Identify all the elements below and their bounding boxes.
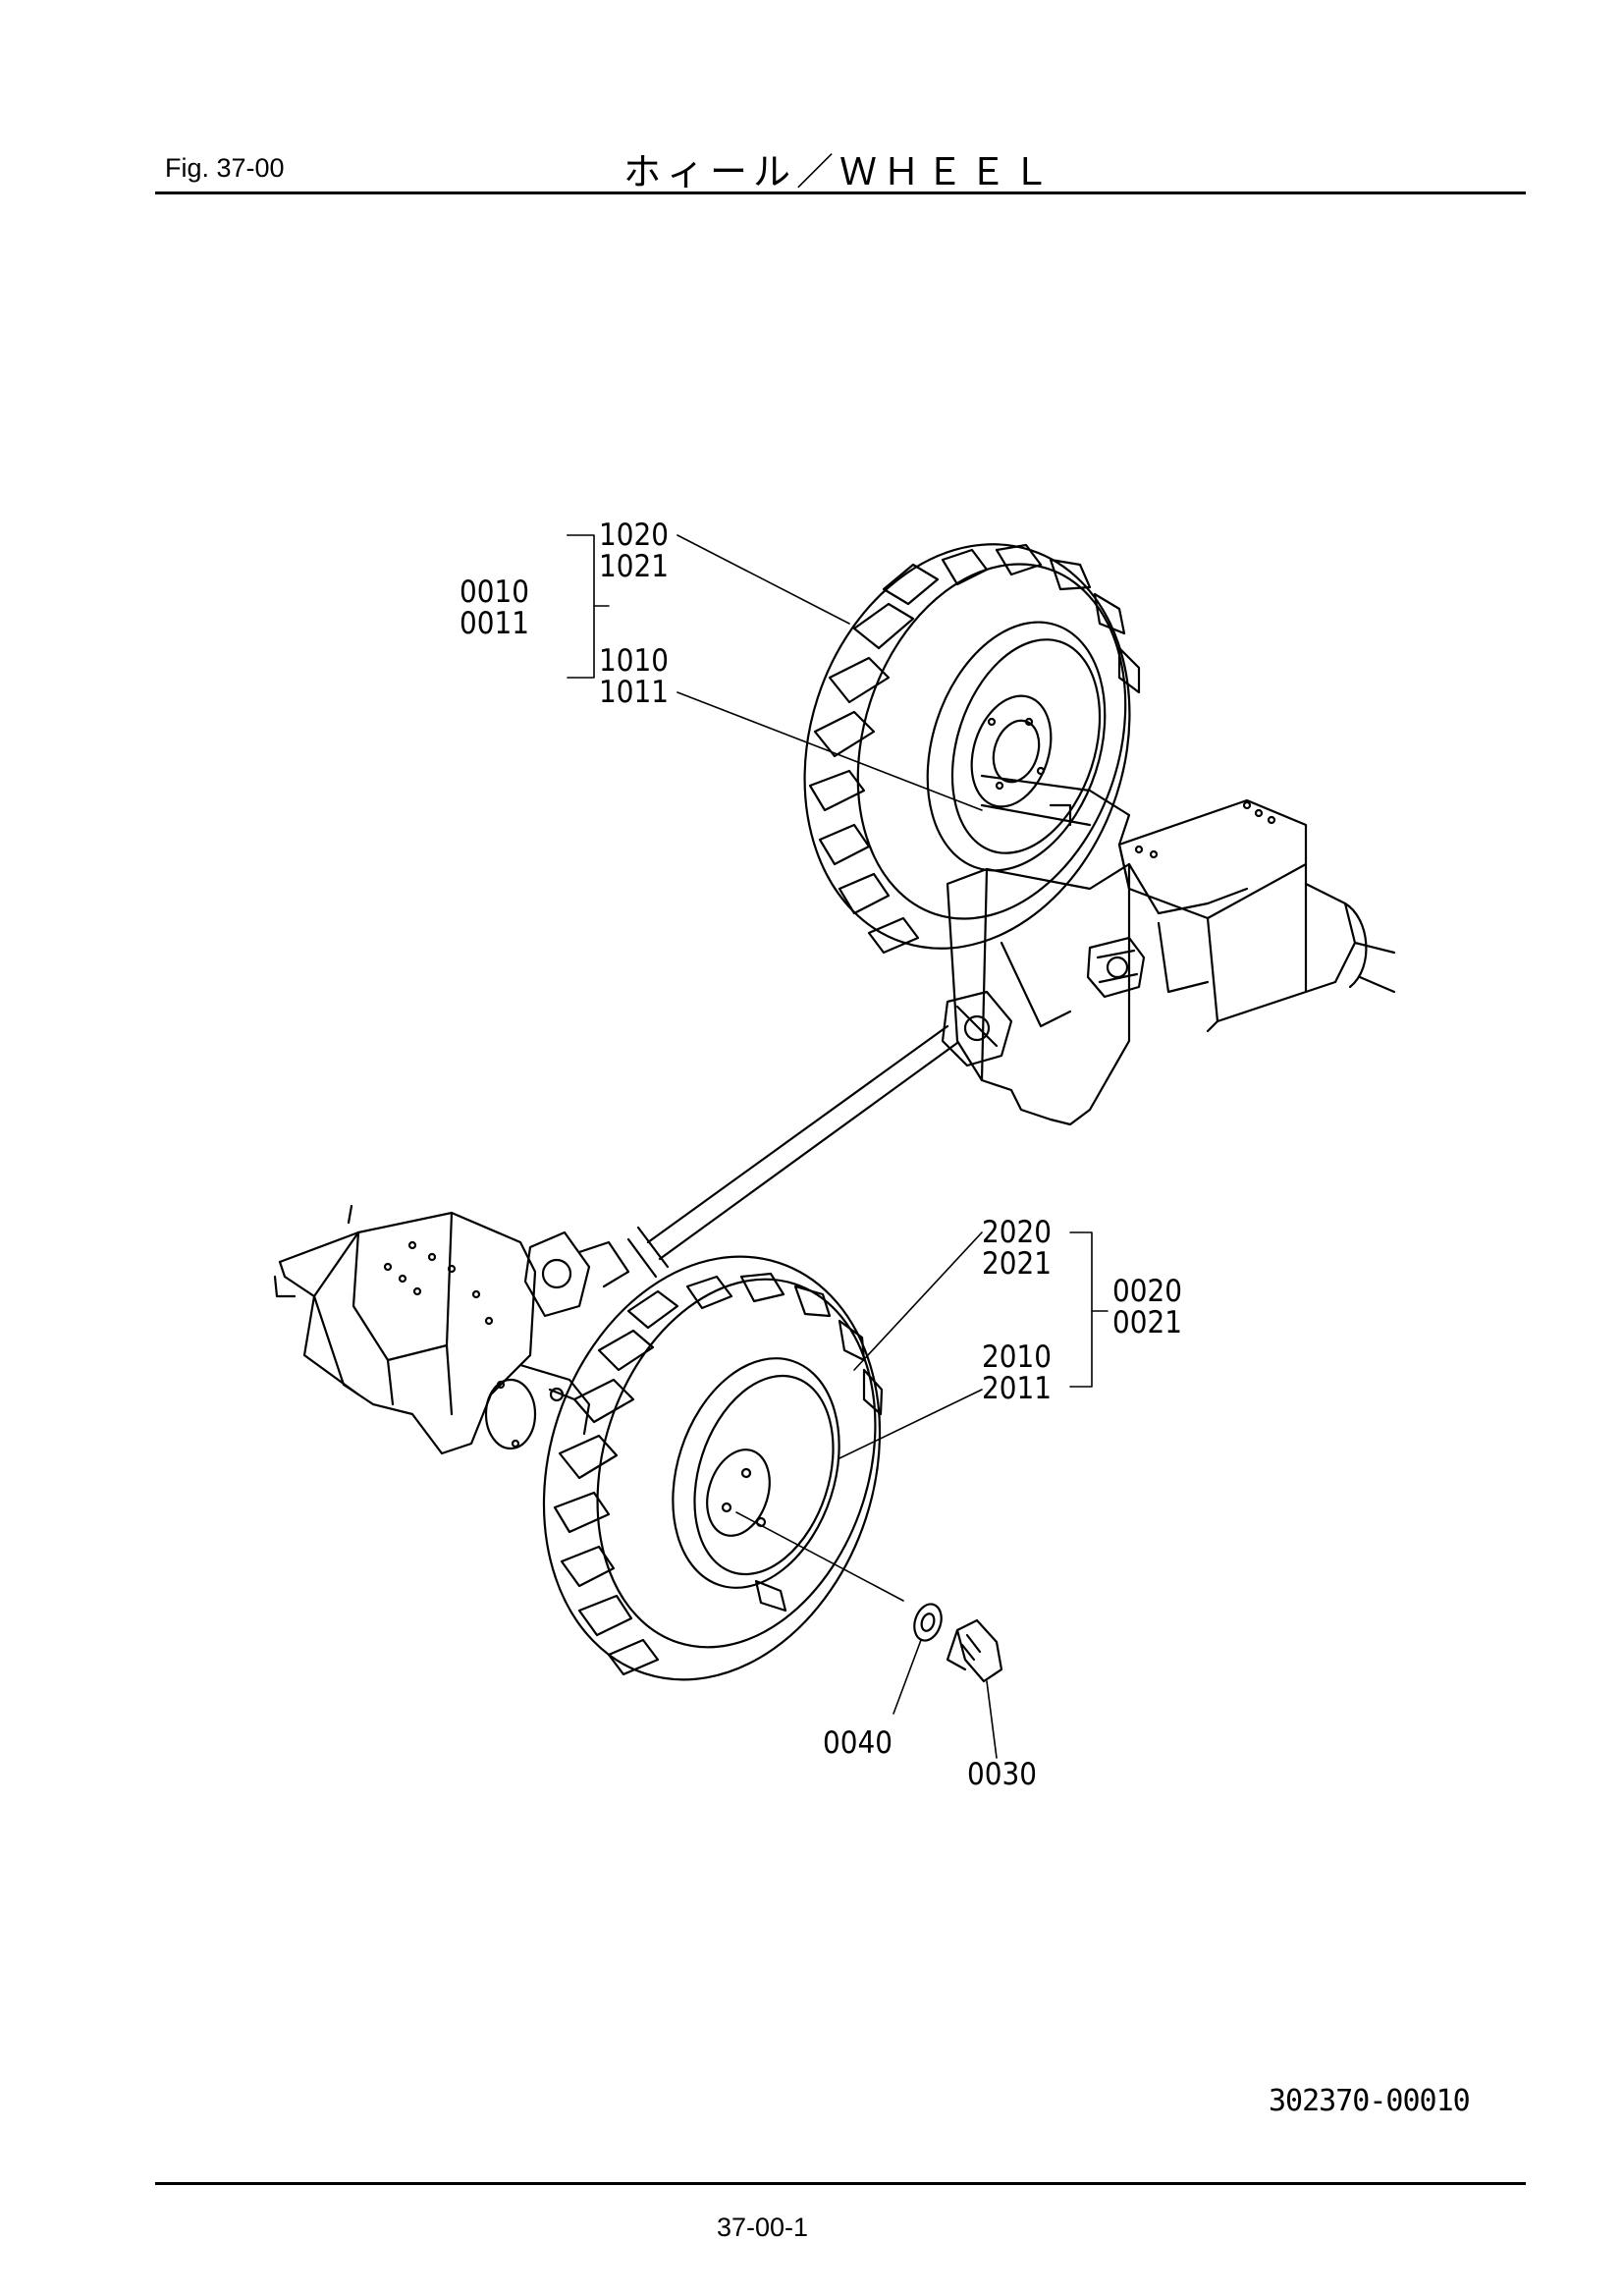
bolt-0030 — [946, 1618, 1003, 1683]
figure-number: Fig. 37-00 — [165, 153, 285, 183]
leader-lines — [567, 534, 1109, 1759]
rear-axle-housing — [946, 774, 1396, 1126]
callout-0020: 0020 — [1112, 1274, 1182, 1309]
callout-2011: 2011 — [982, 1371, 1052, 1406]
callout-2021: 2021 — [982, 1246, 1052, 1282]
callout-0021: 0021 — [1112, 1305, 1182, 1340]
page-number: 37-00-1 — [717, 2213, 809, 2242]
rear-wheel-upper — [803, 543, 1141, 955]
front-axle-housing — [273, 1204, 591, 1455]
header-rule — [155, 191, 1526, 194]
callout-1021: 1021 — [599, 549, 669, 584]
callout-2020: 2020 — [982, 1215, 1052, 1250]
footer-rule — [155, 2182, 1526, 2185]
drawing-number: 302370-00010 — [1269, 2084, 1471, 2118]
callout-0010: 0010 — [460, 574, 529, 610]
callout-0040: 0040 — [823, 1725, 893, 1761]
front-wheel-lower — [542, 1255, 884, 1681]
callout-2010: 2010 — [982, 1339, 1052, 1375]
page-title: ホィール／ＷＨＥＥＬ — [623, 150, 1056, 193]
drive-shaft — [523, 990, 1013, 1318]
callout-0030: 0030 — [967, 1757, 1037, 1792]
washer-0040 — [913, 1603, 943, 1642]
callout-labels: 1020 1021 0010 0011 1010 1011 2020 2021 … — [460, 518, 1182, 1792]
callout-1020: 1020 — [599, 518, 669, 553]
callout-1010: 1010 — [599, 643, 669, 679]
callout-1011: 1011 — [599, 675, 669, 710]
callout-0011: 0011 — [460, 606, 529, 641]
